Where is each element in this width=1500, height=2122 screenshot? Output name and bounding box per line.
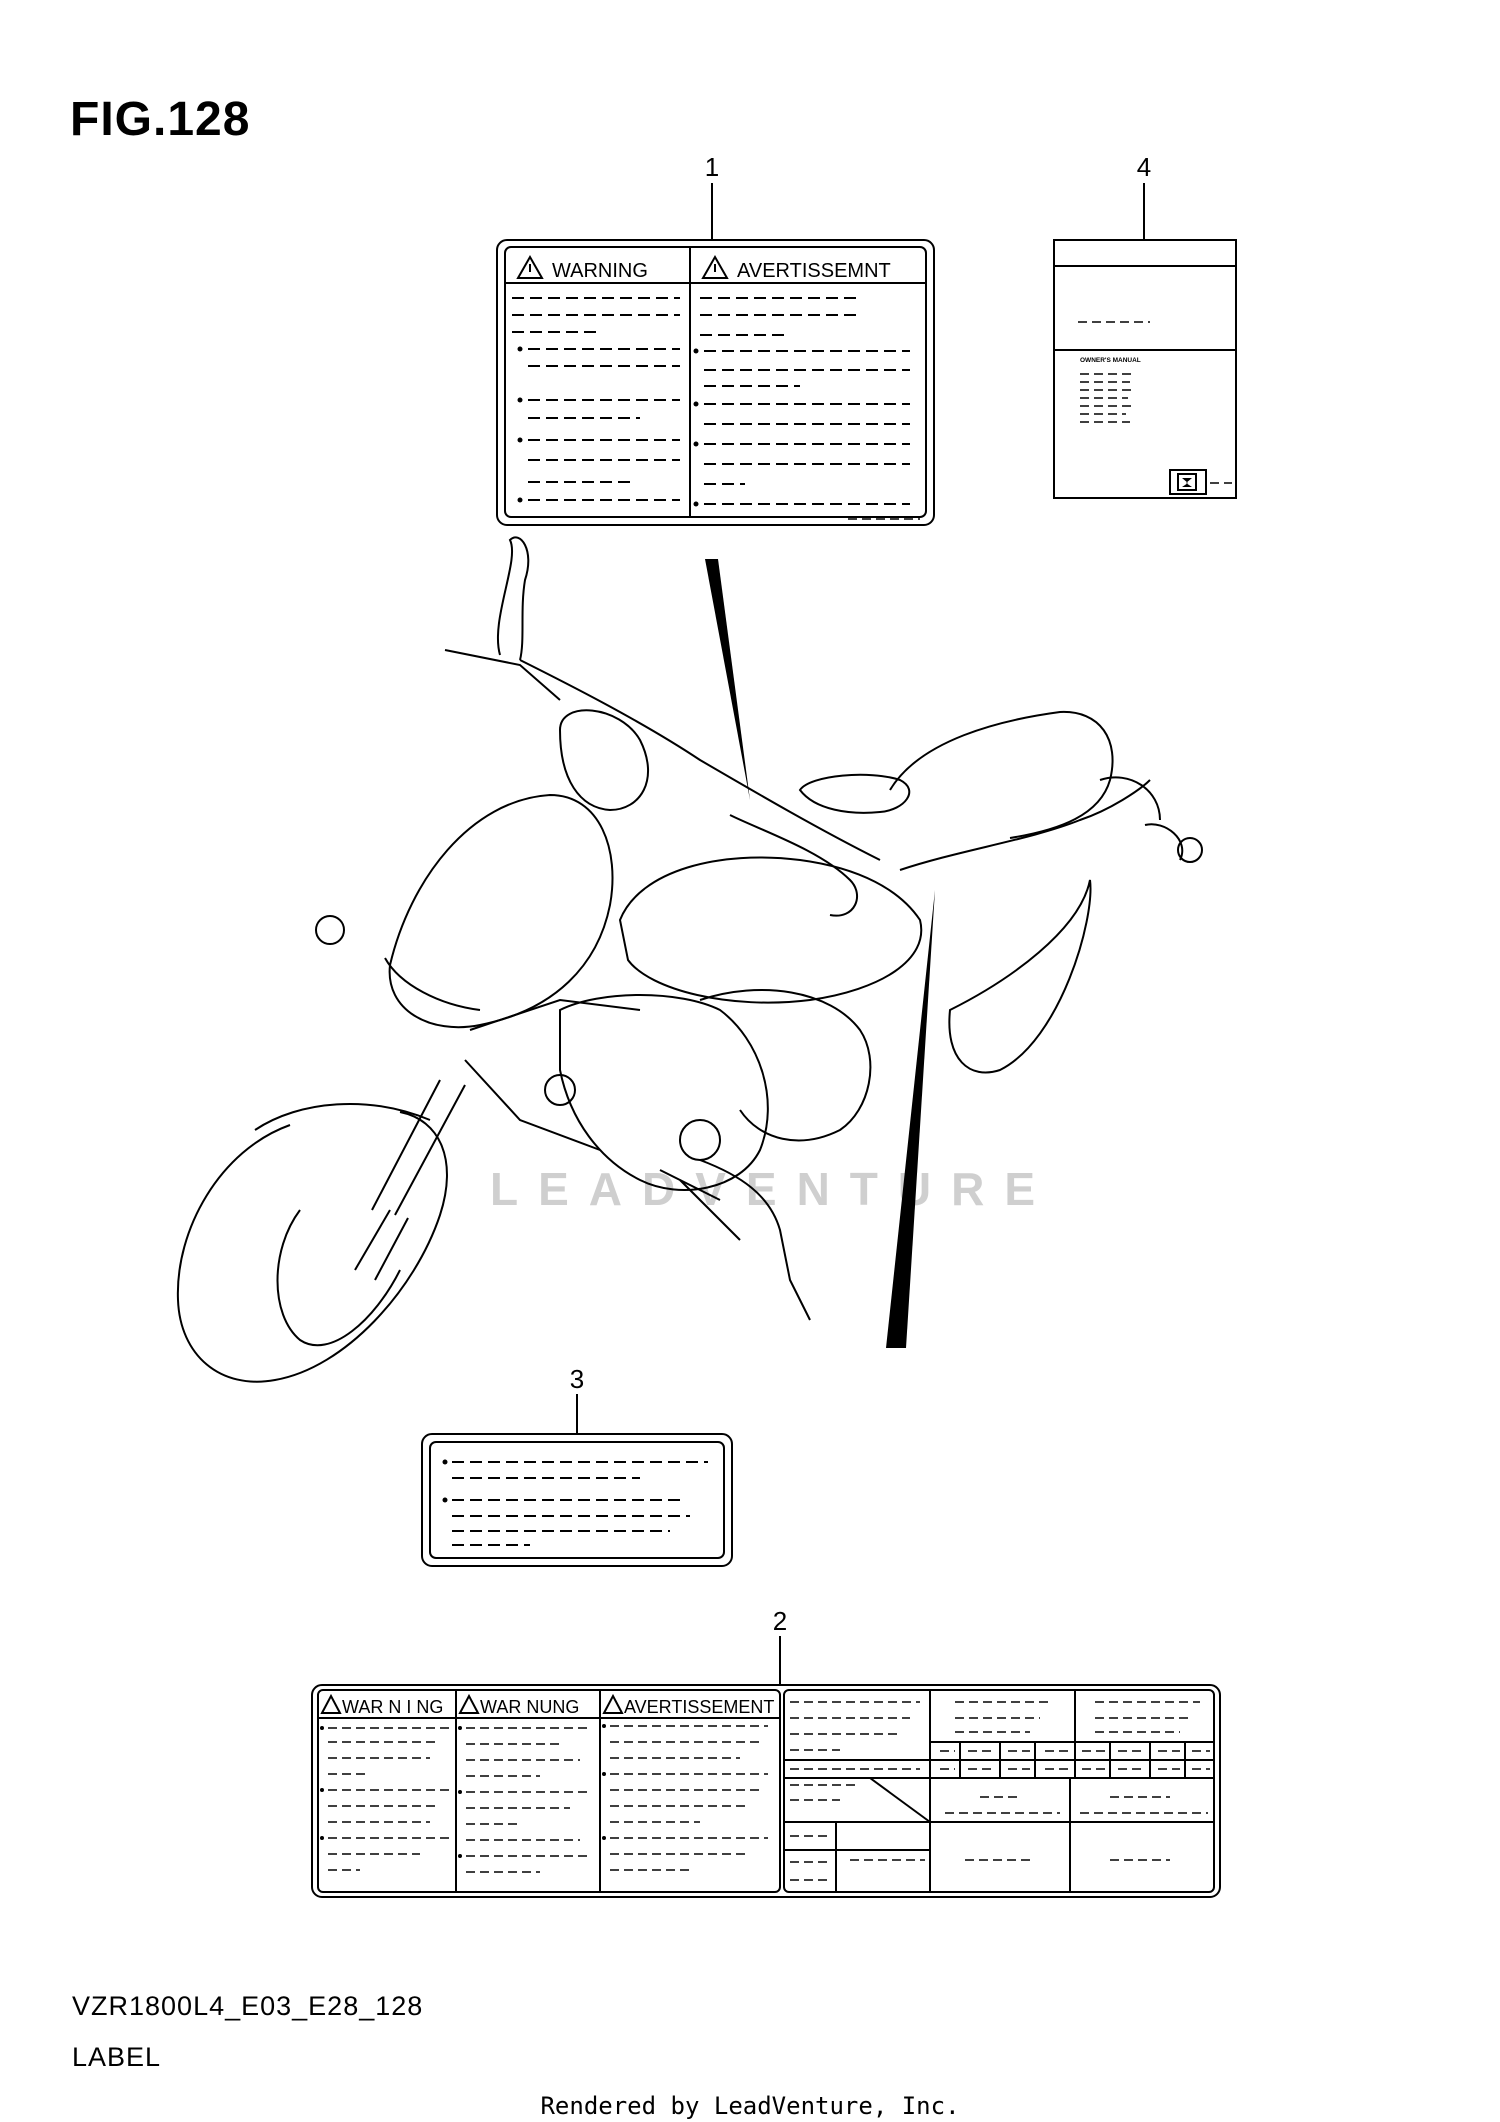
leader-wedge xyxy=(886,890,935,1348)
footer-credit: Rendered by LeadVenture, Inc. xyxy=(540,2092,960,2120)
callout-2[interactable]: 2 xyxy=(773,1606,787,1636)
caution-label-part-3[interactable] xyxy=(421,1433,733,1567)
label-warning-fr: AVERTISSEMNT xyxy=(737,260,891,282)
motorcycle-illustration xyxy=(176,536,1203,1383)
warning-triangle-icon xyxy=(602,1693,624,1714)
warning-triangle-icon xyxy=(458,1693,480,1714)
warning-triangle-icon xyxy=(701,254,729,279)
multilingual-label-part-2[interactable]: WAR N I NG WAR NUNG AVERTISSEMENT xyxy=(311,1684,1221,1898)
label-warning-en: WAR N I NG xyxy=(342,1697,443,1717)
owners-manual-part-4[interactable]: OWNER'S MANUAL xyxy=(1053,239,1237,499)
label-warning-de: WAR NUNG xyxy=(480,1697,579,1717)
callout-3[interactable]: 3 xyxy=(570,1364,584,1394)
leader-wedge xyxy=(705,559,750,800)
warning-label-part-1[interactable]: WARNING AVERTISSEMNT xyxy=(496,239,935,526)
owners-manual-caption: OWNER'S MANUAL xyxy=(1080,357,1141,364)
section-subtitle: LABEL xyxy=(72,2042,162,2072)
label-warning-fr: AVERTISSEMENT xyxy=(624,1697,774,1717)
label-warning-en: WARNING xyxy=(552,260,648,282)
callout-1[interactable]: 1 xyxy=(705,152,719,182)
callout-4[interactable]: 4 xyxy=(1137,152,1151,182)
warning-triangle-icon xyxy=(320,1693,342,1714)
model-code: VZR1800L4_E03_E28_128 xyxy=(72,1991,424,2021)
figure-title: FIG.128 xyxy=(70,93,251,146)
suzuki-logo-icon xyxy=(1177,473,1197,491)
watermark: LEADVENTURE xyxy=(490,1163,1055,1215)
warning-triangle-icon xyxy=(516,254,544,279)
